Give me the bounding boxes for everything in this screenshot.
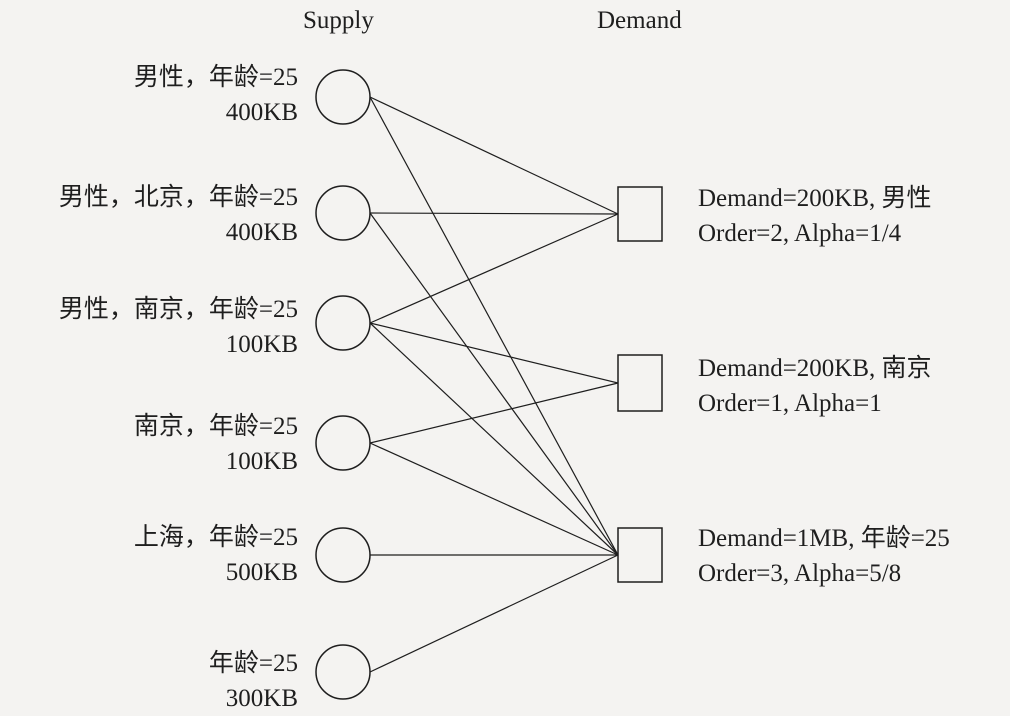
edge-supply-1-demand-3 bbox=[369, 96, 619, 556]
supply-node-3 bbox=[315, 295, 371, 351]
supply-label-4-size: 100KB bbox=[225, 448, 298, 475]
supply-header: Supply bbox=[303, 7, 374, 34]
supply-label-6-size: 300KB bbox=[225, 685, 298, 712]
supply-label-3: 男性，南京，年龄=25 100KB bbox=[59, 292, 298, 362]
supply-label-3-attrs: 男性，南京，年龄=25 bbox=[58, 296, 298, 323]
edge-supply-3-demand-2 bbox=[369, 322, 619, 384]
demand-header: Demand bbox=[597, 7, 682, 34]
demand-label-3: Demand=1MB, 年龄=25 Order=3, Alpha=5/8 bbox=[698, 521, 950, 591]
supply-node-1 bbox=[315, 69, 371, 125]
supply-node-6 bbox=[315, 644, 371, 700]
edge-supply-3-demand-3 bbox=[369, 322, 619, 556]
supply-label-1: 男性，年龄=25 400KB bbox=[134, 60, 298, 130]
edge-supply-1-demand-1 bbox=[369, 96, 619, 215]
edge-supply-6-demand-3 bbox=[369, 554, 619, 673]
edge-supply-3-demand-1 bbox=[369, 213, 619, 324]
supply-label-5-attrs: 上海，年龄=25 bbox=[133, 524, 298, 551]
demand-label-2: Demand=200KB, 南京 Order=1, Alpha=1 bbox=[698, 351, 932, 421]
edge-layer bbox=[369, 96, 619, 673]
demand-label-2-params: Order=1, Alpha=1 bbox=[698, 390, 882, 417]
supply-label-2-size: 400KB bbox=[225, 219, 298, 246]
supply-label-5-size: 500KB bbox=[225, 559, 298, 586]
supply-label-2-attrs: 男性，北京，年龄=25 bbox=[58, 184, 298, 211]
edge-supply-2-demand-3 bbox=[369, 212, 619, 556]
supply-label-1-attrs: 男性，年龄=25 bbox=[133, 64, 298, 91]
supply-label-5: 上海，年龄=25 500KB bbox=[134, 520, 298, 590]
edge-supply-2-demand-1 bbox=[369, 212, 619, 215]
supply-label-6: 年龄=25 300KB bbox=[209, 646, 298, 716]
demand-label-1-params: Order=2, Alpha=1/4 bbox=[698, 220, 902, 247]
supply-label-1-size: 400KB bbox=[225, 99, 298, 126]
supply-label-4-attrs: 南京，年龄=25 bbox=[133, 413, 298, 440]
demand-label-3-params: Order=3, Alpha=5/8 bbox=[698, 560, 902, 587]
edge-supply-4-demand-3 bbox=[369, 442, 619, 556]
edge-supply-4-demand-2 bbox=[369, 382, 619, 444]
demand-node-3 bbox=[617, 527, 663, 583]
demand-label-2-target: Demand=200KB, 南京 bbox=[698, 355, 932, 382]
supply-node-2 bbox=[315, 185, 371, 241]
demand-label-1: Demand=200KB, 男性 Order=2, Alpha=1/4 bbox=[698, 181, 932, 251]
demand-label-3-target: Demand=1MB, 年龄=25 bbox=[698, 525, 950, 552]
demand-node-1 bbox=[617, 186, 663, 242]
supply-label-6-attrs: 年龄=25 bbox=[208, 650, 298, 677]
supply-node-5 bbox=[315, 527, 371, 583]
node-layer bbox=[315, 69, 663, 700]
supply-label-2: 男性，北京，年龄=25 400KB bbox=[59, 180, 298, 250]
demand-node-2 bbox=[617, 354, 663, 412]
demand-label-1-target: Demand=200KB, 男性 bbox=[698, 185, 932, 212]
supply-node-4 bbox=[315, 415, 371, 471]
supply-label-3-size: 100KB bbox=[225, 331, 298, 358]
supply-label-4: 南京，年龄=25 100KB bbox=[134, 409, 298, 479]
